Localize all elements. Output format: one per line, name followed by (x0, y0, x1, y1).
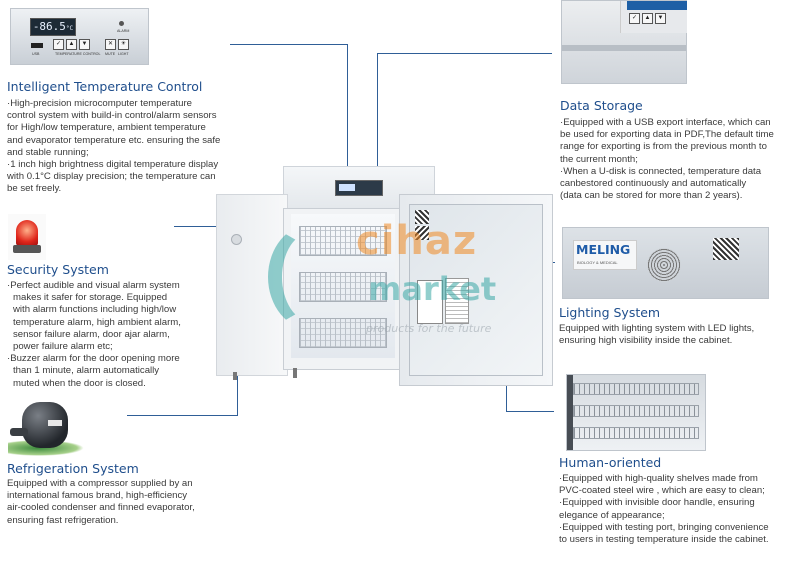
usb-port-icon (31, 43, 43, 48)
light-label: LIGHT (118, 52, 129, 56)
data-storage-line: range for exporting is from the previous… (560, 141, 767, 153)
usb-panel-up-button: ▲ (642, 13, 653, 24)
refrigeration-line: air-cooled condenser and finned evaporat… (7, 502, 195, 514)
security-line: temperature alarm, high ambient alarm, (13, 316, 181, 328)
temperature-display: -86.5°C (30, 18, 76, 36)
refrigeration-line: ensuring fast refrigeration. (7, 514, 119, 526)
down-button: ▼ (79, 39, 90, 50)
watermark: cihaz market products for the future (268, 218, 558, 348)
human-oriented-line: ·Equipped with high-quality shelves made… (559, 473, 758, 484)
lighting-line: ensuring high visibility inside the cabi… (559, 335, 733, 347)
usb-label: USB (32, 52, 40, 56)
temperature-line: with 0.1°C display precision; the temper… (7, 171, 216, 183)
usb-panel-image: ✓ ▲ ▼ (561, 0, 687, 84)
usb-panel-down-button: ▼ (655, 13, 666, 24)
security-body: ·Perfect audible and visual alarm system… (7, 280, 212, 390)
lighting-image: MELING BIOLOGY & MEDICAL (562, 227, 769, 299)
lighting-body: Equipped with lighting system with LED l… (559, 323, 795, 347)
data-storage-line: ·Equipped with a USB export interface, w… (560, 117, 771, 128)
data-storage-line: the current month; (560, 153, 638, 165)
cabinet-control-panel (335, 180, 383, 196)
temperature-line: control system with build-in control/ala… (7, 110, 217, 122)
data-storage-title: Data Storage (560, 98, 643, 113)
shelves-image (566, 374, 706, 451)
usb-panel-edge (562, 45, 686, 51)
temperature-value: -86.5 (32, 20, 66, 33)
temperature-line: and stable running; (7, 146, 89, 158)
leader-line-human-h (506, 411, 554, 412)
refrigeration-title: Refrigeration System (7, 461, 139, 476)
security-line: sensor failure alarm, door ajar alarm, (13, 328, 170, 340)
watermark-word-2: market (368, 270, 497, 308)
watermark-word-1: cihaz (356, 218, 478, 264)
data-storage-line: be used for exporting data in PDF,The de… (560, 129, 774, 141)
meling-logo: MELING BIOLOGY & MEDICAL (573, 240, 637, 270)
temperature-line: ·High-precision microcomputer temperatur… (7, 98, 193, 109)
temperature-title: Intelligent Temperature Control (7, 79, 203, 94)
panel-caption: TEMPERATURE CONTROL (55, 52, 101, 56)
temperature-line: and evaporator temperature etc. ensuring… (7, 134, 221, 146)
leader-line-data-h (377, 53, 552, 54)
usb-panel-display (627, 1, 687, 10)
security-line: with alarm functions including high/low (13, 304, 177, 316)
usb-panel-set-button: ✓ (629, 13, 640, 24)
security-line: than 1 minute, alarm automatically (13, 365, 160, 377)
temperature-body: ·High-precision microcomputer temperatur… (7, 98, 229, 196)
temperature-unit: °C (65, 25, 74, 32)
refrigeration-line: Equipped with a compressor supplied by a… (7, 478, 193, 489)
security-line: ·Perfect audible and visual alarm system (7, 280, 180, 291)
alarm-label: ALARM (117, 29, 130, 33)
light-button: ☀ (118, 39, 129, 50)
security-title: Security System (7, 262, 109, 277)
security-line: makes it safer for storage. Equipped (13, 292, 168, 304)
alarm-indicator (119, 21, 124, 26)
human-oriented-line: ·Equipped with invisible door handle, en… (559, 497, 755, 509)
leader-line-refrig-h (127, 415, 237, 416)
refrigeration-body: Equipped with a compressor supplied by a… (7, 478, 217, 527)
temperature-line: ·1 inch high brightness digital temperat… (7, 159, 219, 171)
security-line: ·Buzzer alarm for the door opening more (7, 353, 180, 365)
security-line: muted when the door is closed. (13, 377, 146, 389)
refrigeration-line: international famous brand, high-efficie… (7, 490, 188, 502)
mute-button: ✕ (105, 39, 116, 50)
data-storage-line: ·When a U-disk is connected, temperature… (560, 165, 762, 177)
human-oriented-line: ·Equipped with testing port, bringing co… (559, 521, 769, 533)
compressor-image (8, 400, 84, 458)
alarm-light-icon (8, 214, 46, 260)
watermark-swirl-icon (268, 224, 356, 330)
fan-icon (647, 248, 681, 282)
up-button: ▲ (66, 39, 77, 50)
control-panel-image: -86.5°C ALARM USB ✓ ▲ ▼ ✕ ☀ TEMPERATURE … (10, 8, 149, 65)
meling-logo-text: MELING (576, 242, 631, 257)
human-oriented-title: Human-oriented (559, 455, 662, 470)
data-storage-line: (data can be stored for more than 2 year… (560, 190, 743, 202)
human-oriented-body: ·Equipped with high-quality shelves made… (559, 473, 795, 546)
temperature-line: for High/low temperature, ambient temper… (7, 122, 206, 134)
set-button: ✓ (53, 39, 64, 50)
leader-line-data-v (377, 53, 378, 263)
meling-logo-sub: BIOLOGY & MEDICAL (577, 260, 618, 265)
human-oriented-line: elegance of appearance; (559, 509, 665, 521)
temperature-line: be set freely. (7, 183, 62, 195)
data-storage-line: canbestored continuously and automatical… (560, 178, 747, 190)
leader-line-temp-h (230, 44, 348, 45)
lighting-line: Equipped with lighting system with LED l… (559, 323, 755, 334)
lighting-title: Lighting System (559, 305, 661, 320)
watermark-tagline: products for the future (366, 322, 492, 335)
mute-label: MUTE (105, 52, 116, 56)
leader-line-temp-v (347, 44, 348, 194)
human-oriented-line: to users in testing temperature inside t… (559, 534, 769, 546)
usb-panel-strip: ✓ ▲ ▼ (620, 1, 687, 33)
leader-line-refrig-v (237, 345, 238, 416)
security-line: power failure alarm etc; (13, 341, 113, 353)
data-storage-body: ·Equipped with a USB export interface, w… (560, 117, 796, 202)
human-oriented-line: PVC-coated steel wire , which are easy t… (559, 485, 765, 497)
